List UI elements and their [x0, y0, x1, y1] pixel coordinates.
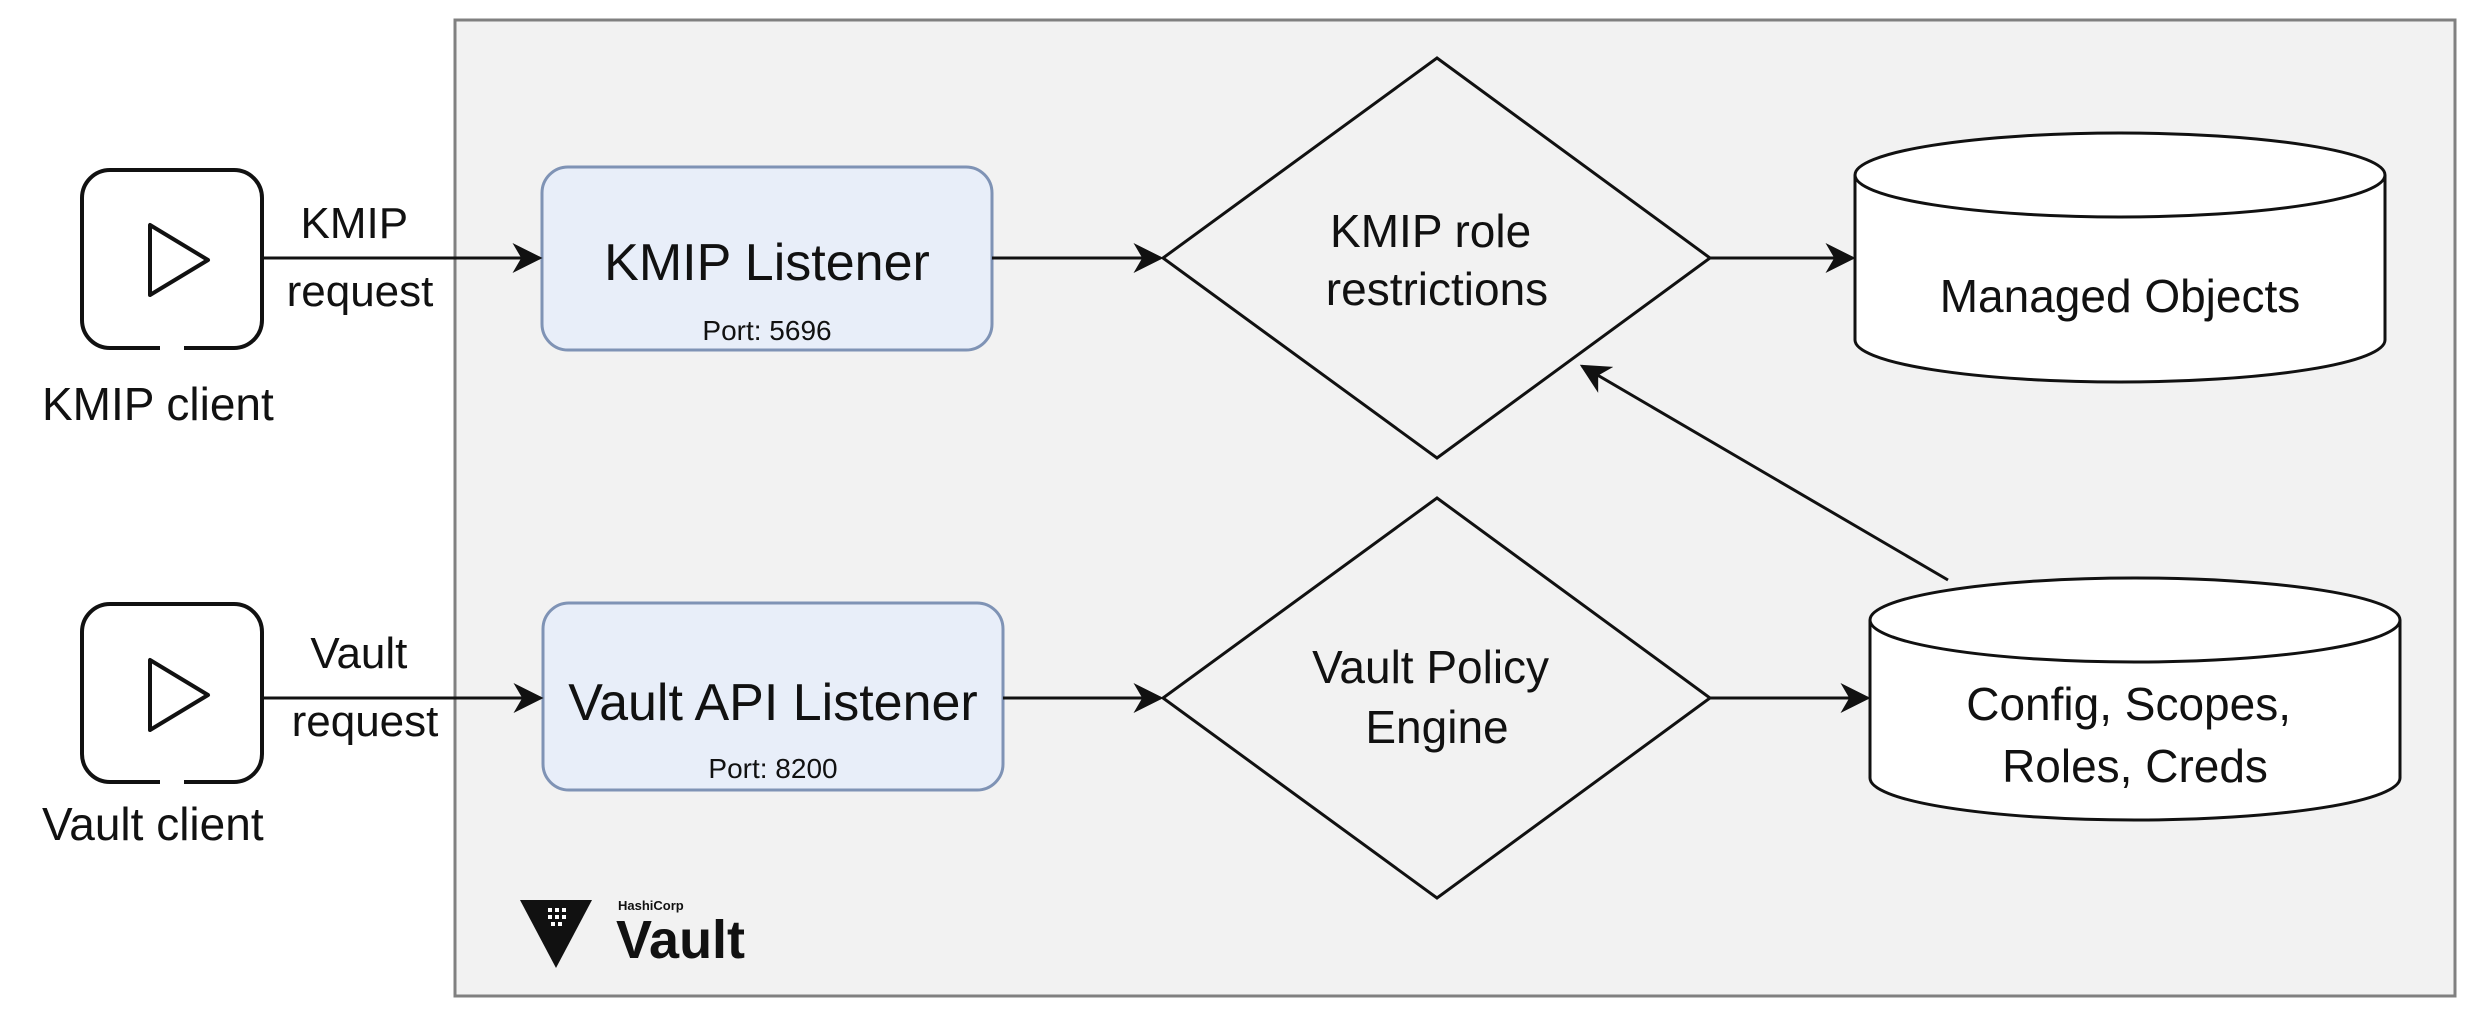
play-icon — [148, 658, 210, 732]
vault-request-line-2: request — [292, 697, 439, 746]
kmip-client[interactable] — [80, 168, 264, 354]
logo-brand-small: HashiCorp — [618, 898, 684, 913]
vault-api-listener-port: Port: 8200 — [708, 753, 837, 784]
config-store-body — [1868, 620, 2402, 822]
vault-policy-engine[interactable]: Vault Policy Engine — [1160, 496, 1713, 900]
kmip-request-label: KMIP request — [287, 199, 434, 316]
config-store-line-1: Config, Scopes, — [1966, 678, 2291, 730]
vault-client-box — [80, 602, 264, 784]
vault-logo: HashiCorp Vault — [520, 898, 745, 970]
play-icon — [148, 223, 210, 297]
kmip-client-box — [80, 168, 264, 350]
vault-policy-line-1: Vault Policy — [1312, 641, 1549, 693]
kmip-role-label: KMIP role restrictions — [1326, 205, 1548, 315]
kmip-role-diamond — [1160, 56, 1713, 460]
kmip-request-line-2: request — [287, 267, 434, 316]
vault-client[interactable] — [80, 602, 264, 788]
kmip-client-gap — [160, 340, 184, 354]
vault-policy-label: Vault Policy Engine — [1312, 641, 1562, 753]
logo-product-name: Vault — [616, 910, 745, 970]
config-store[interactable]: Config, Scopes, Roles, Creds — [1868, 576, 2402, 822]
managed-objects-store[interactable]: Managed Objects — [1853, 131, 2387, 384]
kmip-listener[interactable]: KMIP Listener Port: 5696 — [540, 165, 994, 352]
vault-client-label: Vault client — [42, 798, 264, 850]
kmip-role-line-1: KMIP role — [1330, 205, 1531, 257]
vault-api-listener-title: Vault API Listener — [568, 674, 978, 732]
vault-client-gap — [160, 774, 184, 788]
vault-logo-icon — [520, 900, 592, 968]
managed-objects-label: Managed Objects — [1940, 270, 2301, 322]
kmip-request-line-1: KMIP — [300, 199, 407, 248]
kmip-role-line-2: restrictions — [1326, 263, 1548, 315]
vault-request-line-1: Vault — [310, 629, 407, 678]
managed-objects-body — [1853, 175, 2387, 384]
arrow-config-to-role — [1579, 364, 1949, 582]
config-store-line-2: Roles, Creds — [2002, 740, 2268, 792]
kmip-client-label: KMIP client — [42, 378, 274, 430]
config-store-label: Config, Scopes, Roles, Creds — [1966, 678, 2304, 792]
kmip-listener-title: KMIP Listener — [604, 234, 930, 292]
vault-api-listener[interactable]: Vault API Listener Port: 8200 — [541, 601, 1005, 792]
managed-objects-top — [1853, 131, 2387, 219]
vault-policy-diamond — [1160, 496, 1713, 900]
config-store-top — [1868, 576, 2402, 664]
kmip-role-restrictions[interactable]: KMIP role restrictions — [1160, 56, 1713, 460]
vault-policy-line-2: Engine — [1365, 701, 1508, 753]
kmip-listener-port: Port: 5696 — [702, 315, 831, 346]
vault-logo-dots — [548, 908, 566, 926]
vault-request-label: Vault request — [292, 629, 439, 746]
